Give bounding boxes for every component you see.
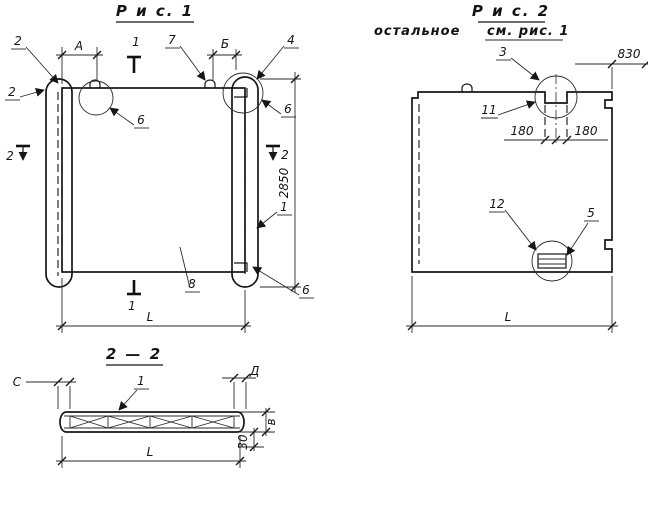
dim-180-right-label: 180 [575,124,598,138]
fig2-title: Р и с. 2 [472,2,550,20]
fig1-detail-circle-right [222,72,264,114]
fig1-lifting-loop-left [89,79,101,88]
fig2-lifting-loop [461,83,473,92]
section-dim-30: 30 [236,427,264,452]
fig2: Р и с. 2 остальное см. рис. 1 830 [374,2,648,333]
dim-c-label: С [13,375,22,389]
fig1-detail-circle-left [78,80,114,116]
cut1-top-label: 1 [132,35,140,49]
dim-180-left-label: 180 [511,124,534,138]
fig1-panel-face [61,87,246,273]
fig1: Р и с. 1 А [5,2,314,333]
section-callout-1-label: 1 [137,374,145,388]
dim-2850-label: 2850 [277,167,291,198]
fig2-note-left: остальное [374,24,460,39]
section-2-2: 2 — 2 [13,345,278,468]
fig2-detail-circle-bottom [531,240,573,282]
fig2-dim-l-label: L [505,310,512,324]
cut1-bottom-label: 1 [128,299,136,313]
fig1-title: Р и с. 1 [116,2,194,20]
callout-7-label: 7 [168,33,176,47]
fig1-height-dimension: 2850 [260,72,301,293]
callout-6b-label: 6 [284,102,292,116]
section-title: 2 — 2 [106,345,162,363]
section-dim-d: Д [222,364,259,409]
fig2-vent-block [537,253,567,269]
fig1-callouts: 2 2 7 4 6 6 6 1 8 [5,33,314,299]
dim-b-label: Б [221,37,229,51]
dim-30-label: 30 [236,434,250,450]
fig1-bottom-notch [234,262,248,272]
callout-8-label: 8 [188,277,196,291]
section-title-block: 2 — 2 [106,345,163,366]
callout-11-label: 11 [481,103,496,117]
callout-6a-label: 6 [137,113,145,127]
fig1-right-rib [231,76,259,288]
section-core-lattice [69,415,235,429]
fig1-cut-line-1: 1 1 [127,35,141,313]
section-dim-b: в [240,407,278,437]
dim-a-label: А [74,39,83,53]
fig2-panel-outline [411,91,613,273]
fig1-length-dimension: L [56,278,251,333]
fig1-dim-l-label: L [147,310,154,324]
section-length-dimension: L [56,436,246,468]
callout-2-top-label: 2 [14,34,22,48]
fig1-panel-geometry [45,72,264,288]
cut2-left-label: 2 [6,149,14,163]
fig2-detail-circle-top [534,75,578,119]
fig2-title-block: Р и с. 2 остальное см. рис. 1 [374,2,569,41]
section-left-cap [59,411,67,433]
fig2-panel-geometry [411,74,613,282]
fig1-top-notch [234,88,248,98]
fig2-note-right: см. рис. 1 [487,24,569,39]
cut2-right-label: 2 [281,148,289,162]
fig1-lifting-loop-right [204,79,216,88]
fig1-cut-line-2: 2 2 [6,144,289,163]
fig2-dim-830: 830 [575,47,648,89]
callout-12-label: 12 [489,197,504,211]
section-body [59,411,245,433]
callout-2-left-label: 2 [8,85,16,99]
dim-d-label: Д [249,364,259,378]
callout-5-label: 5 [587,206,595,220]
fig2-length-dimension: L [406,276,618,333]
section-dim-c: С [13,375,76,409]
fig2-callouts: 3 11 12 5 [481,45,599,256]
fig1-left-rib [45,78,73,288]
callout-6c-label: 6 [302,283,310,297]
callout-3-label: 3 [499,45,507,59]
fig2-dim-180: 180 180 [504,124,608,145]
callout-1-label: 1 [280,200,288,214]
dim-b-height-label: в [264,418,278,425]
section-callout-1: 1 [118,374,149,411]
callout-4-label: 4 [287,33,295,47]
fig1-top-dimensions: А Б [56,37,242,84]
section-dim-l-label: L [147,445,154,459]
section-right-cap [237,411,245,433]
fig1-title-block: Р и с. 1 [116,2,194,23]
dim-830-label: 830 [618,47,641,61]
